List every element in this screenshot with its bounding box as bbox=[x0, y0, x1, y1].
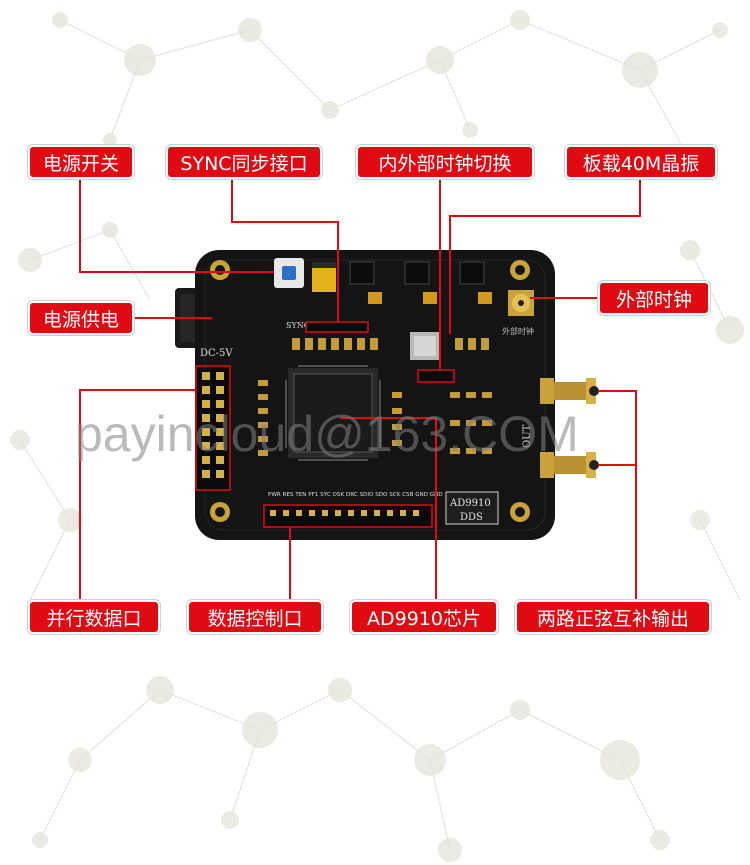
board-ext-clk-text: 外部时钟 bbox=[502, 326, 534, 336]
background-nodes bbox=[10, 10, 744, 862]
ext-clock-sma-connector bbox=[508, 290, 534, 316]
label-power-switch: 电源开关 bbox=[28, 145, 134, 179]
pcb-board: 外部时钟 SYNC DC-5V bbox=[195, 250, 555, 540]
label-chip: AD9910芯片 bbox=[350, 600, 498, 634]
clock-switch-jumper bbox=[417, 369, 455, 383]
board-out-text: OUT bbox=[522, 424, 533, 448]
parallel-header bbox=[195, 365, 231, 491]
board-model-text: AD9910 bbox=[449, 498, 491, 509]
background-network bbox=[19, 19, 741, 851]
leader-lines bbox=[79, 178, 641, 600]
board-sync-text: SYNC bbox=[286, 321, 310, 330]
board-pin-row-text: PWR RES TEN PF1 SYC OSK DRC SDIO SDO SCK… bbox=[268, 492, 443, 498]
output-sma-connector-1 bbox=[540, 378, 599, 404]
label-parallel-port: 并行数据口 bbox=[28, 600, 160, 634]
label-external-clock: 外部时钟 bbox=[598, 281, 710, 315]
board-dds-text: DDS bbox=[460, 512, 483, 523]
label-power-supply: 电源供电 bbox=[28, 301, 134, 335]
label-dual-output: 两路正弦互补输出 bbox=[515, 600, 711, 634]
label-control-port: 数据控制口 bbox=[187, 600, 323, 634]
ad9910-chip bbox=[285, 365, 381, 461]
output-sma-connector-2 bbox=[540, 452, 599, 478]
label-onboard-osc: 板载40M晶振 bbox=[565, 145, 717, 179]
label-clock-switch: 内外部时钟切换 bbox=[356, 145, 534, 179]
board-dc-text: DC-5V bbox=[200, 348, 233, 359]
sync-connector bbox=[305, 321, 369, 333]
label-sync-port: SYNC同步接口 bbox=[166, 145, 322, 179]
